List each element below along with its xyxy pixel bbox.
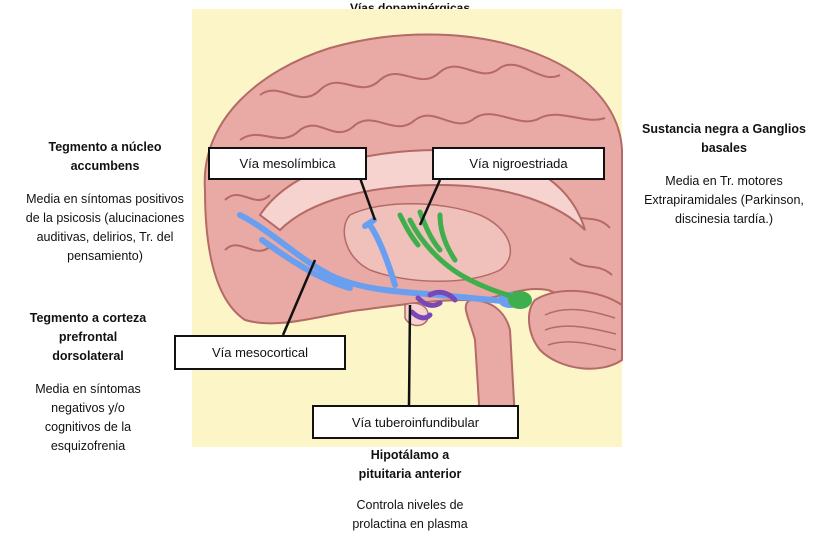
left-top-annotation: Tegmento a núcleo accumbens Media en sín… [0, 138, 210, 266]
box-mesocortical: Vía mesocortical [174, 335, 346, 370]
box-mesolimbica: Vía mesolímbica [208, 147, 367, 180]
left-top-heading: Tegmento a núcleo accumbens [48, 140, 162, 173]
bottom-annotation: Hipotálamo a pituitaria anterior Control… [325, 446, 495, 534]
right-annotation: Sustancia negra a Ganglios basales Media… [628, 120, 820, 229]
right-heading: Sustancia negra a Ganglios basales [642, 122, 806, 155]
bottom-heading: Hipotálamo a pituitaria anterior [358, 448, 462, 481]
left-bottom-description: Media en síntomas negativos y/o cognitiv… [35, 382, 141, 453]
nigrostriatal-pathway [397, 209, 523, 301]
leader-lines [281, 177, 442, 406]
box-tuberoinfundibular: Vía tuberoinfundibular [312, 405, 519, 439]
tuberoinfundibular-pathway [409, 289, 458, 321]
box-nigroestriada: Vía nigroestriada [432, 147, 605, 180]
brainstem [464, 298, 517, 421]
substantia-nigra [508, 291, 532, 309]
left-bottom-heading: Tegmento a corteza prefrontal dorsolater… [29, 311, 147, 363]
bottom-description: Controla niveles de prolactina en plasma [352, 498, 468, 531]
right-description: Media en Tr. motores Extrapiramidales (P… [644, 174, 804, 226]
left-bottom-annotation: Tegmento a corteza prefrontal dorsolater… [0, 309, 176, 456]
cerebellum [528, 289, 623, 370]
mesolimbic-mesocortical-pathway [237, 212, 515, 305]
left-top-description: Media en síntomas positivos de la psicos… [25, 192, 185, 263]
